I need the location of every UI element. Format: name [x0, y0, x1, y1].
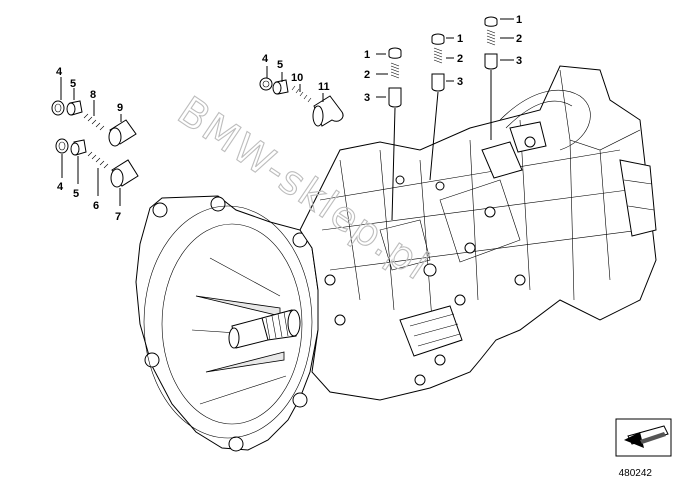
callout-1-top: 1	[516, 14, 522, 26]
arrow-orientation-icon	[615, 418, 672, 457]
callout-2-mid: 2	[457, 53, 463, 65]
callout-7: 7	[115, 211, 121, 223]
callout-5-upper: 5	[70, 78, 76, 90]
callout-3-left: 3	[364, 92, 370, 104]
callout-5-top: 5	[277, 59, 283, 71]
parts-group-upper-left	[51, 77, 137, 147]
catalog-number: 480242	[619, 468, 653, 479]
callout-2-left: 2	[364, 69, 370, 81]
callout-5-lower: 5	[73, 188, 79, 200]
callout-8: 8	[90, 89, 96, 101]
parts-group-lower-left	[55, 138, 139, 206]
callout-6: 6	[93, 200, 99, 212]
callout-9: 9	[117, 102, 123, 114]
callout-3-top: 3	[516, 55, 522, 67]
transmission-housing	[135, 65, 657, 452]
input-shaft	[228, 309, 301, 349]
callout-1-left: 1	[364, 49, 370, 61]
callout-1-mid: 1	[457, 33, 463, 45]
callout-4-top: 4	[262, 53, 269, 65]
parts-group-top-center	[259, 66, 344, 127]
detent-stack-middle	[429, 33, 454, 181]
detent-stack-top	[484, 16, 514, 140]
callout-10: 10	[291, 72, 303, 84]
callout-2-top: 2	[516, 33, 522, 45]
detent-stack-left	[376, 47, 402, 221]
callout-4-upper: 4	[56, 66, 63, 78]
callout-3-mid: 3	[457, 76, 463, 88]
callout-11: 11	[318, 81, 330, 93]
callout-4-lower: 4	[57, 181, 64, 193]
